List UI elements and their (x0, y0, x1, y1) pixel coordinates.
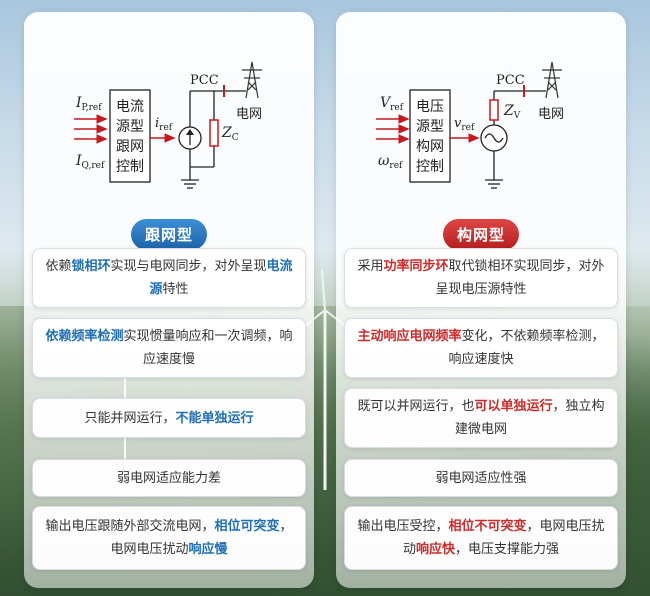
grid-following-panel: IP,ref IQ,ref 电流 源型 跟网 控制 iref ZC PCC (24, 12, 314, 588)
feature-card: 既可以并网运行，也可以单独运行，独立构建微电网 (344, 388, 618, 448)
card-text: 只能并网运行，不能单独运行 (84, 410, 254, 426)
block-line3: 构网 (416, 139, 444, 155)
grid-forming-circuit-diagram: Vref ωref 电压 源型 构网 控制 vref ZV PCC (376, 61, 564, 189)
card-text: 弱电网适应性强 (435, 470, 527, 486)
block-line1: 电流 (116, 99, 144, 115)
block-line4: 控制 (116, 159, 144, 175)
feature-card: 采用功率同步环取代锁相环实现同步，对外呈现电压源特性 (344, 248, 618, 308)
panel-title: 构网型 (442, 219, 520, 250)
card-text: 弱电网适应能力差 (116, 470, 221, 486)
control-block (109, 89, 151, 183)
control-block (409, 89, 451, 183)
block-line4: 控制 (416, 159, 444, 175)
block-line2: 源型 (416, 119, 444, 135)
pcc-label: PCC (496, 73, 525, 88)
input-arrows (376, 114, 410, 144)
feature-card: 主动响应电网频率变化，不依赖频率检测，响应速度快 (344, 318, 618, 378)
panel-title: 跟网型 (130, 219, 208, 250)
input-arrows (74, 114, 108, 144)
card-text: 输出电压跟随外部交流电网，相位可突变，电网电压扰动响应慢 (45, 519, 293, 557)
ground-icon (181, 179, 199, 189)
card-text: 依赖频率检测实现惯量响应和一次调频，响应速度慢 (45, 329, 293, 367)
feature-card: 依赖频率检测实现惯量响应和一次调频，响应速度慢 (32, 318, 306, 378)
card-text: 依赖锁相环实现与电网同步，对外呈现电流源特性 (45, 259, 293, 297)
impedance-icon (209, 119, 219, 147)
output-label: iref (155, 116, 173, 133)
input2-label: IQ,ref (75, 153, 105, 171)
ground-icon (485, 179, 503, 189)
transmission-tower-icon (542, 61, 562, 99)
impedance-label: ZV (503, 103, 521, 121)
block-line3: 跟网 (116, 139, 144, 155)
input1-label: Vref (380, 95, 404, 113)
block-line2: 源型 (116, 119, 144, 135)
feature-card: 只能并网运行，不能单独运行 (32, 398, 306, 438)
grid-label: 电网 (236, 107, 262, 122)
card-text: 主动响应电网频率变化，不依赖频率检测，响应速度快 (357, 329, 605, 367)
transmission-tower-icon (242, 61, 262, 99)
feature-card: 依赖锁相环实现与电网同步，对外呈现电流源特性 (32, 248, 306, 308)
output-label: vref (454, 116, 475, 133)
input2-label: ωref (378, 153, 403, 171)
grid-label: 电网 (538, 107, 564, 122)
feature-card: 输出电压受控，相位不可突变，电网电压扰动响应快，电压支撑能力强 (344, 506, 618, 570)
feature-card: 输出电压跟随外部交流电网，相位可突变，电网电压扰动响应慢 (32, 506, 306, 570)
impedance-icon (489, 99, 499, 121)
block-line1: 电压 (416, 99, 444, 115)
grid-forming-panel: Vref ωref 电压 源型 构网 控制 vref ZV PCC (336, 12, 626, 588)
feature-card: 弱电网适应性强 (344, 459, 618, 497)
input1-label: IP,ref (75, 95, 102, 113)
pcc-label: PCC (190, 73, 219, 88)
feature-card: 弱电网适应能力差 (32, 459, 306, 497)
impedance-label: ZC (221, 125, 239, 143)
card-text: 既可以并网运行，也可以单独运行，独立构建微电网 (357, 399, 605, 437)
card-text: 输出电压受控，相位不可突变，电网电压扰动响应快，电压支撑能力强 (357, 519, 605, 557)
grid-following-circuit-diagram: IP,ref IQ,ref 电流 源型 跟网 控制 iref ZC PCC (74, 61, 262, 189)
card-text: 采用功率同步环取代锁相环实现同步，对外呈现电压源特性 (357, 259, 605, 297)
